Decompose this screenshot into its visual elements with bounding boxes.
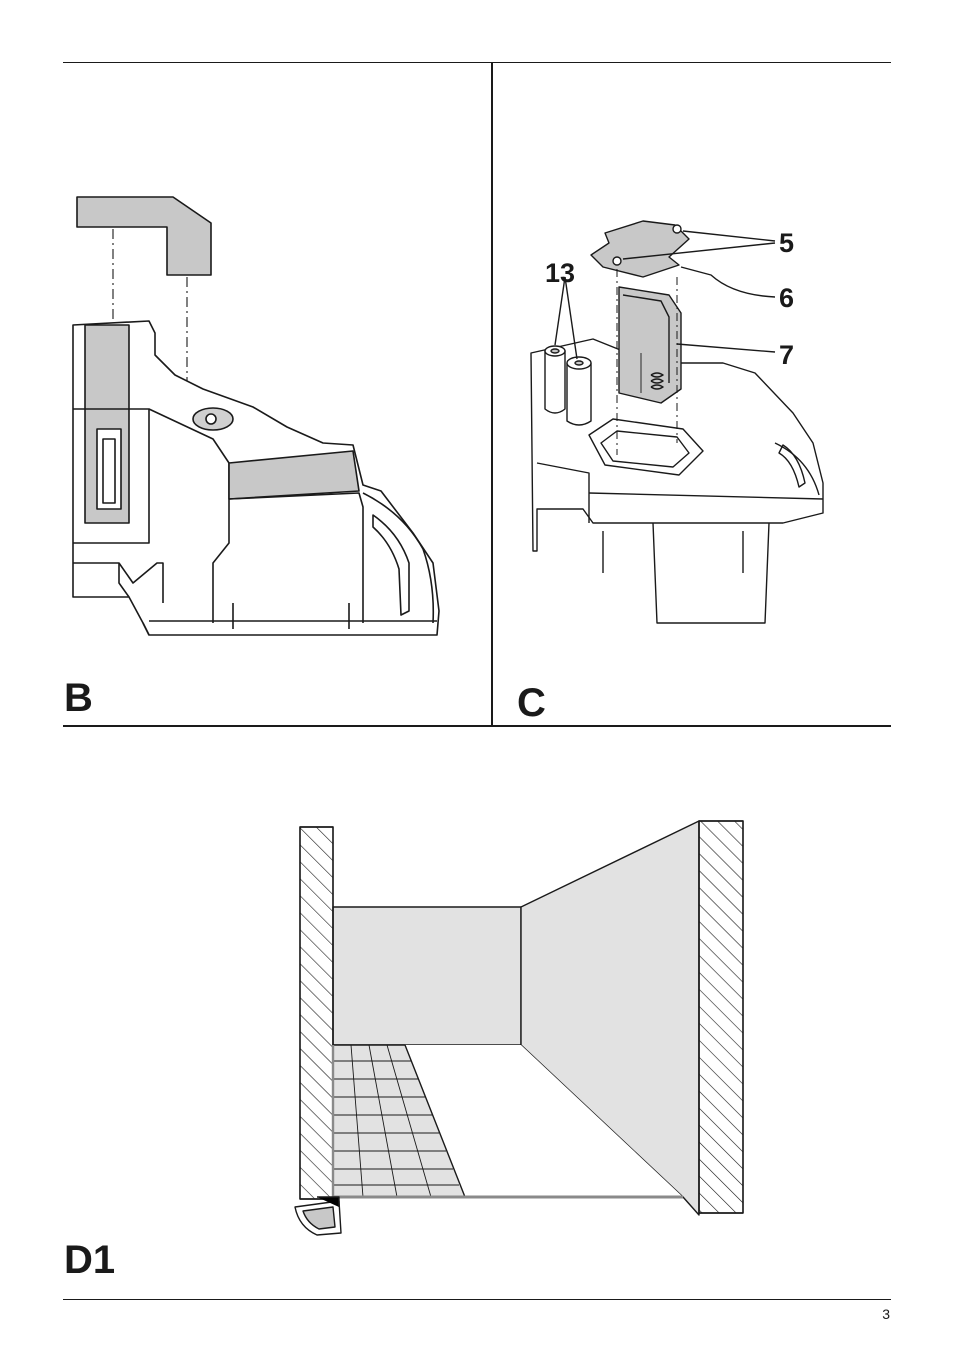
middle-rule [63, 725, 891, 727]
figure-d1: D1 [63, 727, 891, 1299]
figure-c-label: C [517, 681, 546, 725]
callout-7: 7 [779, 340, 795, 370]
figure-b-label: B [64, 676, 93, 720]
page-number: 3 [882, 1306, 890, 1322]
figure-c: 5 6 7 13 C [493, 63, 891, 725]
callout-13: 13 [545, 258, 576, 288]
vertical-divider [491, 62, 493, 726]
room-perspective-drawing [294, 820, 744, 1236]
mounting-bracket-drawing [72, 196, 440, 636]
battery-compartment-drawing [530, 220, 824, 624]
figure-d1-label: D1 [64, 1238, 116, 1282]
bottom-rule [63, 1299, 891, 1300]
top-rule [63, 62, 891, 63]
callout-5: 5 [779, 228, 795, 258]
figure-b: B [63, 63, 491, 725]
callout-6: 6 [779, 283, 795, 313]
